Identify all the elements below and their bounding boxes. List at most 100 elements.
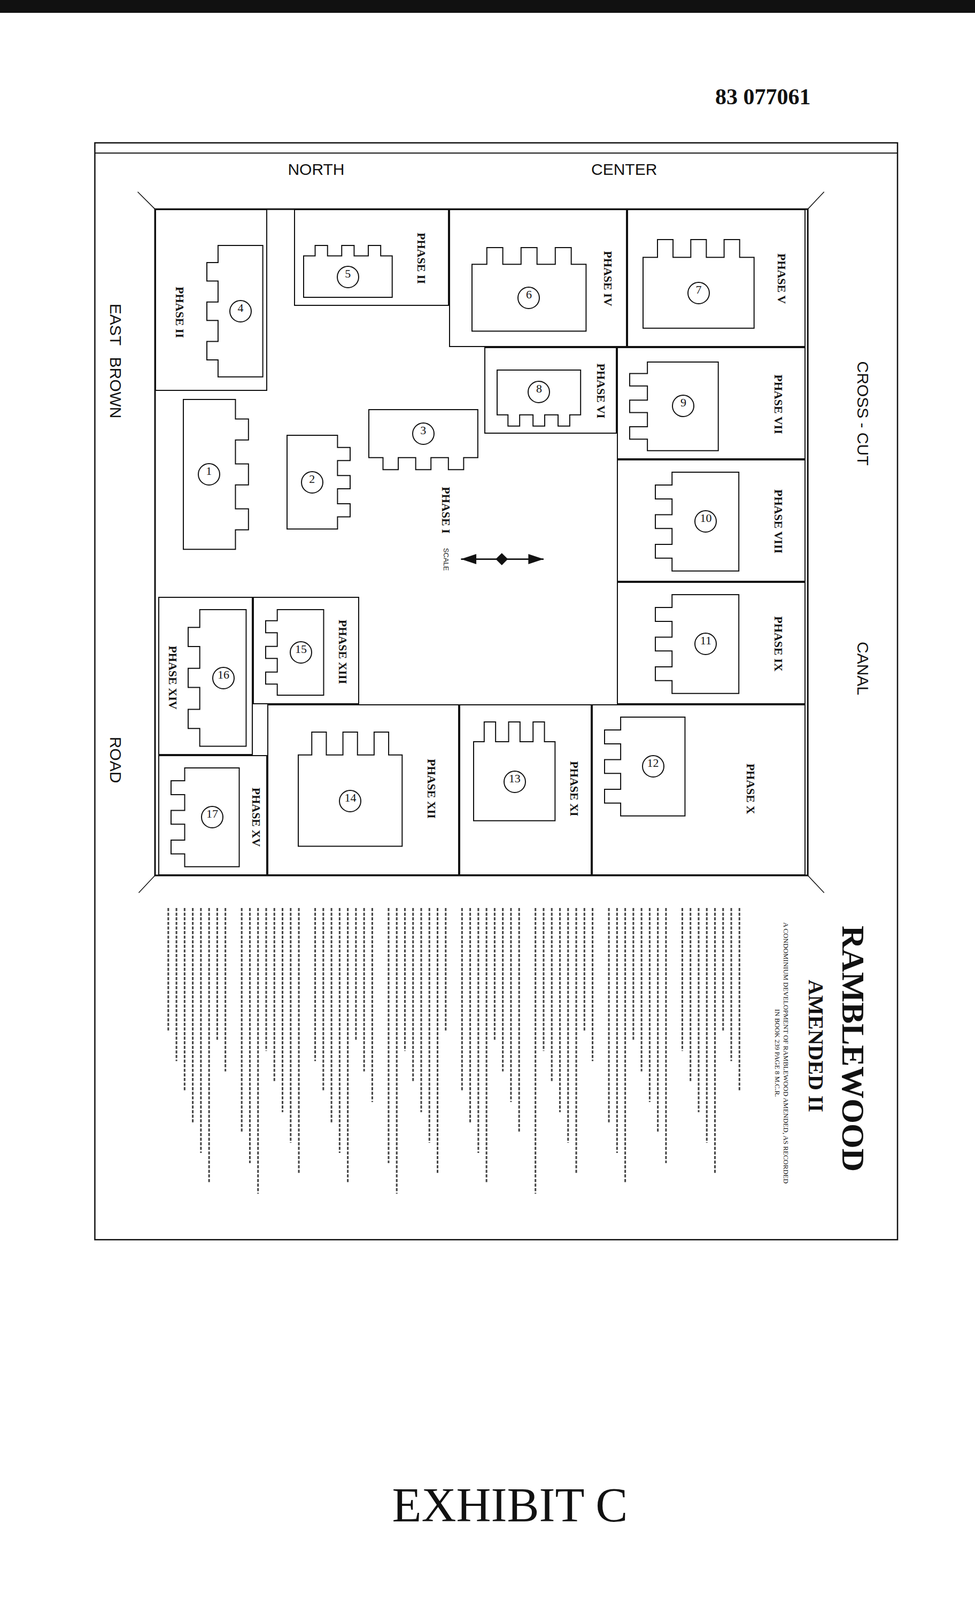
- fine-print-line: [183, 907, 186, 1091]
- fine-print-line: [420, 907, 422, 1112]
- building-number: 3: [412, 422, 435, 445]
- phase-label: PHASE XV: [249, 787, 263, 847]
- building-number: 9: [671, 394, 695, 417]
- fine-print-line: [404, 907, 406, 1051]
- fine-print-line: [436, 907, 439, 1173]
- phase-parcel: 13PHASE XI: [459, 703, 592, 876]
- fine-print-line: [640, 907, 643, 1071]
- building-number: 7: [687, 281, 710, 305]
- subtitle: AMENDED II: [803, 979, 829, 1112]
- plat-title: RAMBLEWOOD: [834, 925, 872, 1172]
- fine-print-line: [175, 907, 178, 1061]
- phase-label: PHASE II: [414, 232, 429, 284]
- fine-print-line: [281, 907, 284, 1112]
- building-outline: 15: [264, 607, 325, 697]
- phase-label: PHASE V: [774, 253, 789, 304]
- phase-parcel: 5 PHASE II: [293, 209, 450, 306]
- building-number: 6: [517, 286, 540, 309]
- canal-name: CANAL: [853, 641, 872, 695]
- fine-print-line: [314, 907, 316, 1061]
- fine-print-line: [346, 907, 349, 1183]
- building-number: 4: [229, 299, 252, 323]
- building-footprint: [604, 716, 685, 816]
- fine-print-line: [477, 907, 479, 1153]
- building-footprint: [368, 409, 478, 470]
- building-footprint: [643, 239, 755, 329]
- exhibit-caption: EXHIBIT C: [392, 1476, 629, 1532]
- phase-parcel: 7 PHASE V: [627, 209, 806, 347]
- document-number: 83 077061: [715, 83, 811, 110]
- fine-print-line: [664, 907, 667, 1163]
- scale-label: SCALE: [441, 547, 450, 571]
- building-outline: 10: [653, 470, 741, 573]
- building-footprint: [303, 245, 393, 298]
- phase-label: PHASE IV: [600, 250, 615, 306]
- fine-print-line: [191, 907, 194, 1122]
- fine-print-line: [714, 907, 716, 1173]
- sheet-border: [94, 142, 898, 1240]
- building-number: 11: [694, 632, 717, 655]
- north-arrow: [460, 553, 477, 564]
- phase-label: PHASE XIV: [165, 645, 180, 709]
- phase-label: PHASE I: [438, 486, 453, 533]
- fine-print-line: [583, 907, 586, 1031]
- fine-print-line: [249, 907, 251, 1163]
- building-outline: 9: [628, 360, 721, 453]
- fine-print-line: [730, 907, 733, 1061]
- fine-print-line: [551, 907, 553, 1081]
- fine-print-line: [681, 907, 684, 1051]
- building-footprint: [183, 399, 249, 549]
- building-footprint: [471, 247, 586, 331]
- phase-label: PHASE VII: [771, 374, 786, 434]
- fine-print-line: [208, 907, 211, 1183]
- fine-print-line: [363, 907, 366, 1071]
- fine-print-line: [738, 907, 741, 1091]
- fine-print-line: [444, 907, 447, 1031]
- fine-print-line: [469, 907, 471, 1122]
- fine-print-line: [330, 907, 333, 1122]
- fine-print-line: [608, 907, 610, 1122]
- phase-parcel: 4PHASE II: [155, 209, 268, 391]
- common-area: 123PHASE I: [155, 305, 617, 704]
- fine-print-line: [501, 907, 504, 1071]
- building-footprint: [298, 731, 402, 846]
- phase-parcel: 6 PHASE IV: [449, 209, 628, 347]
- building-number: 16: [212, 666, 235, 690]
- fine-print-line: [257, 907, 259, 1194]
- fine-print-line: [371, 907, 374, 1102]
- fine-print-line: [697, 907, 700, 1112]
- building-outline: 7: [641, 237, 756, 330]
- corner-tie: [807, 191, 825, 210]
- fine-print-line: [412, 907, 414, 1081]
- building-number: 5: [336, 265, 360, 289]
- fine-print-line: [199, 907, 202, 1153]
- phase-label: PHASE VI: [593, 362, 608, 419]
- street-name: ROAD: [106, 736, 125, 784]
- building-outline: 3: [367, 407, 480, 471]
- building-outline: 17: [169, 765, 242, 869]
- street-name: NORTH: [287, 160, 345, 179]
- phase-label: PHASE XII: [424, 758, 439, 819]
- phase-label: PHASE X: [743, 763, 758, 815]
- fine-print-line: [656, 907, 659, 1133]
- fine-print-line: [298, 907, 300, 1173]
- building-footprint: [629, 361, 719, 451]
- fine-print-line: [722, 907, 724, 1031]
- fine-print: [168, 907, 740, 1194]
- building-footprint: [171, 767, 240, 867]
- plat-note: A CONDOMINIUM DEVELOPMENT OF RAMBLEWOOD …: [772, 918, 791, 1187]
- building-number: 10: [694, 509, 717, 533]
- building-number: 13: [503, 770, 526, 793]
- building-footprint: [206, 245, 263, 377]
- building-outline: 16: [186, 607, 248, 748]
- scan-edge: [0, 0, 975, 13]
- street-name: BROWN: [106, 357, 125, 419]
- north-arrow: [528, 553, 544, 564]
- fine-print-line: [216, 907, 219, 1041]
- building-footprint: [497, 369, 581, 427]
- fine-print-line: [485, 907, 488, 1183]
- building-number: 8: [527, 380, 551, 404]
- fine-print-line: [387, 907, 390, 1163]
